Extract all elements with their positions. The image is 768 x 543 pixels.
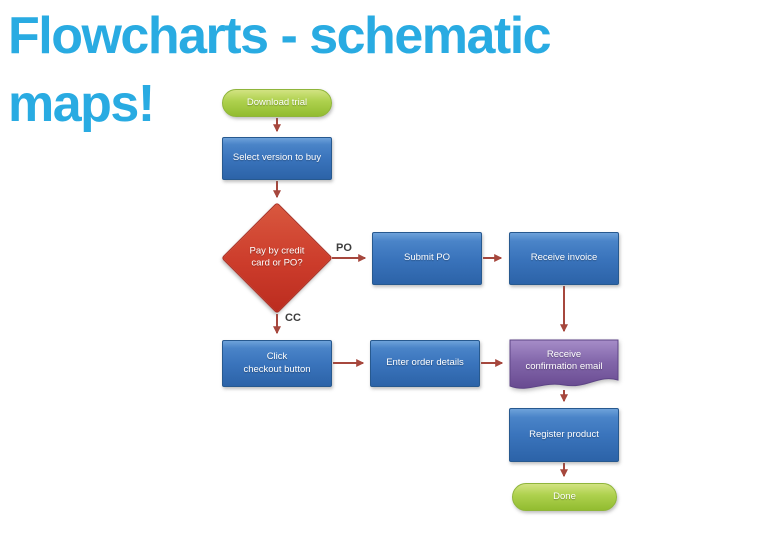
document-shape <box>509 339 619 389</box>
node-done: Done <box>512 483 617 511</box>
page-title-line2: maps! <box>8 75 155 133</box>
node-receive-confirmation: Receive confirmation email <box>509 339 619 393</box>
node-submit-po-label: Submit PO <box>404 252 450 264</box>
page-title-line1: Flowcharts - schematic <box>8 7 552 65</box>
node-register-product-label: Register product <box>529 428 599 440</box>
node-register-product: Register product <box>509 408 619 462</box>
node-submit-po: Submit PO <box>372 232 482 285</box>
node-enter-order: Enter order details <box>370 340 480 387</box>
node-receive-confirmation-label: Receive confirmation email <box>525 349 603 373</box>
node-receive-invoice-label: Receive invoice <box>530 252 598 264</box>
node-select-version: Select version to buy <box>222 137 332 180</box>
node-receive-invoice: Receive invoice <box>509 232 619 285</box>
node-pay-decision: Pay by credit card or PO? <box>221 202 333 314</box>
node-pay-decision-label: Pay by credit card or PO? <box>249 245 305 269</box>
node-start: Download trial <box>222 89 332 117</box>
edge-label-cc: CC <box>285 312 301 324</box>
node-enter-order-label: Enter order details <box>386 357 464 369</box>
edge-label-po: PO <box>336 242 352 254</box>
node-start-label: Download trial <box>246 96 308 108</box>
node-done-label: Done <box>553 490 576 502</box>
node-click-checkout: Click checkout button <box>222 340 332 387</box>
node-select-version-label: Select version to buy <box>232 152 322 164</box>
node-click-checkout-label: Click checkout button <box>243 351 311 375</box>
